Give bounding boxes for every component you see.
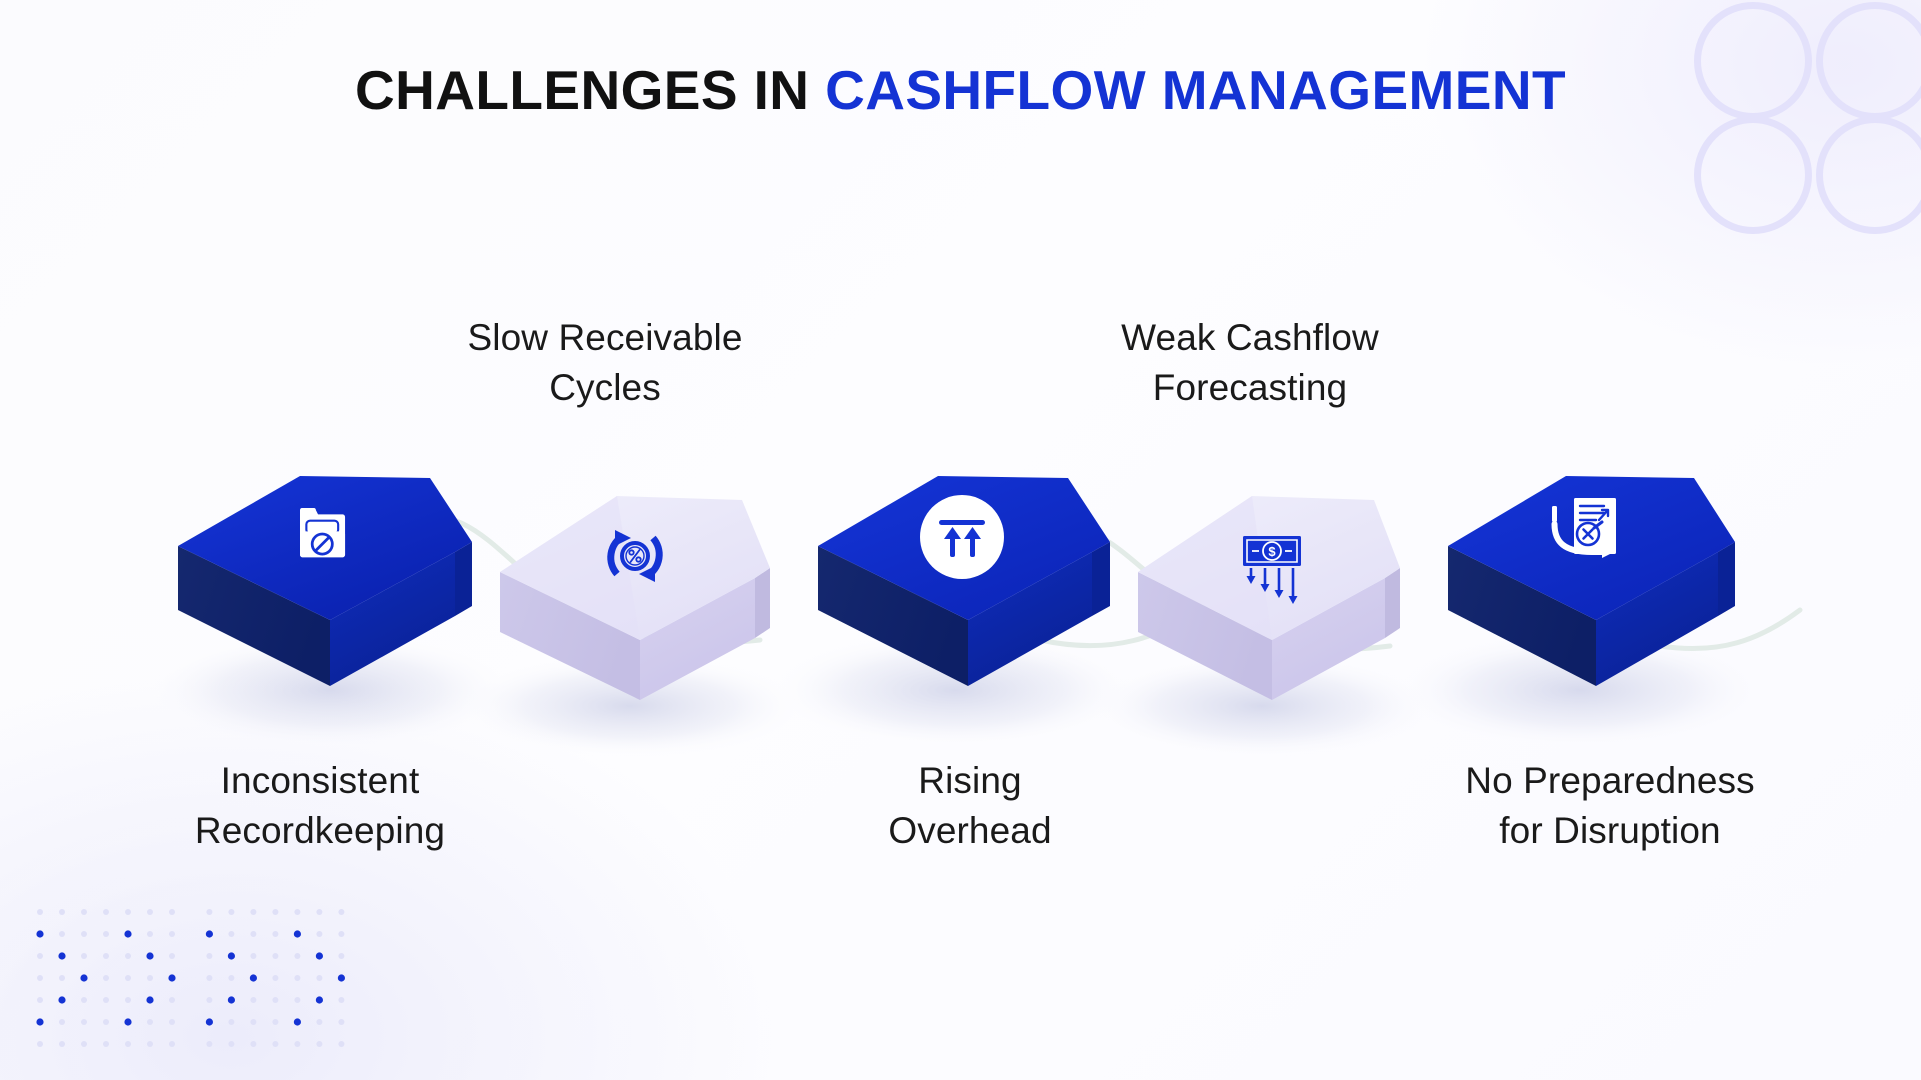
tile-3-shadow (770, 632, 1140, 748)
report-declining-chart-icon (1551, 498, 1616, 558)
tile-3-front-face (968, 552, 1092, 686)
step-1-label-line1: Inconsistent (220, 760, 420, 801)
tile-1-right-face (455, 542, 472, 616)
tile-2-notch-shade (500, 496, 640, 640)
tile-1-front-face (330, 552, 455, 686)
tile-1-shadow (145, 632, 515, 748)
tile-4-front-face (1272, 578, 1385, 700)
tile-2-right-face (755, 568, 770, 638)
tile-3-right-face (1092, 542, 1110, 616)
step-2-label-line1: Slow Receivable (467, 317, 743, 358)
tile-5-front-face (1596, 552, 1718, 686)
title-plain-text: CHALLENGES IN (355, 59, 826, 121)
tile-5-shadow (1395, 632, 1765, 748)
tile-4-right-face (1385, 568, 1400, 638)
tile-step-4[interactable]: $ (1087, 496, 1437, 758)
title-accent-text: CASHFLOW MANAGEMENT (825, 59, 1566, 121)
tile-4-shadow (1087, 654, 1437, 758)
step-4-label-line2: Forecasting (1152, 366, 1348, 408)
step-5-label: No Preparedness for Disruption (1390, 756, 1830, 856)
tile-2-left-face (500, 572, 640, 700)
step-2-label-line2: Cycles (549, 366, 661, 408)
page-title: CHALLENGES IN CASHFLOW MANAGEMENT (0, 59, 1921, 121)
banknote-down-arrows-icon: $ (1243, 536, 1301, 604)
tile-4-left-face (1138, 572, 1272, 700)
step-3-label-line2: Overhead (888, 809, 1052, 851)
rising-arrows-icon (920, 495, 1004, 579)
tile-3-left-face (818, 546, 968, 686)
step-5-label-line2: for Disruption (1499, 809, 1721, 851)
tile-2-front-face (640, 578, 755, 700)
step-4-label: Weak Cashflow Forecasting (1030, 313, 1470, 413)
step-5-label-line1: No Preparedness (1465, 760, 1755, 801)
svg-text:$: $ (1268, 544, 1276, 559)
tile-step-1[interactable] (145, 476, 515, 748)
step-3-label: Rising Overhead (760, 756, 1180, 856)
tile-4-notch-shade (1138, 496, 1272, 640)
tile-1-left-face (178, 546, 330, 686)
step-1-label-line2: Recordkeeping (194, 809, 446, 851)
tile-5-left-face (1448, 546, 1596, 686)
step-3-label-line1: Rising (918, 760, 1022, 801)
step-2-label: Slow Receivable Cycles (390, 313, 820, 413)
step-1-label: Inconsistent Recordkeeping (110, 756, 530, 856)
folder-blocked-icon (300, 508, 346, 558)
tile-2-shadow (455, 654, 805, 758)
tile-step-5[interactable] (1395, 476, 1765, 748)
tile-5-right-face (1718, 542, 1735, 616)
tile-step-2[interactable] (455, 496, 805, 758)
tile-step-3[interactable] (770, 476, 1140, 748)
percent-cycle-icon (607, 530, 663, 582)
step-4-label-line1: Weak Cashflow (1121, 317, 1379, 358)
